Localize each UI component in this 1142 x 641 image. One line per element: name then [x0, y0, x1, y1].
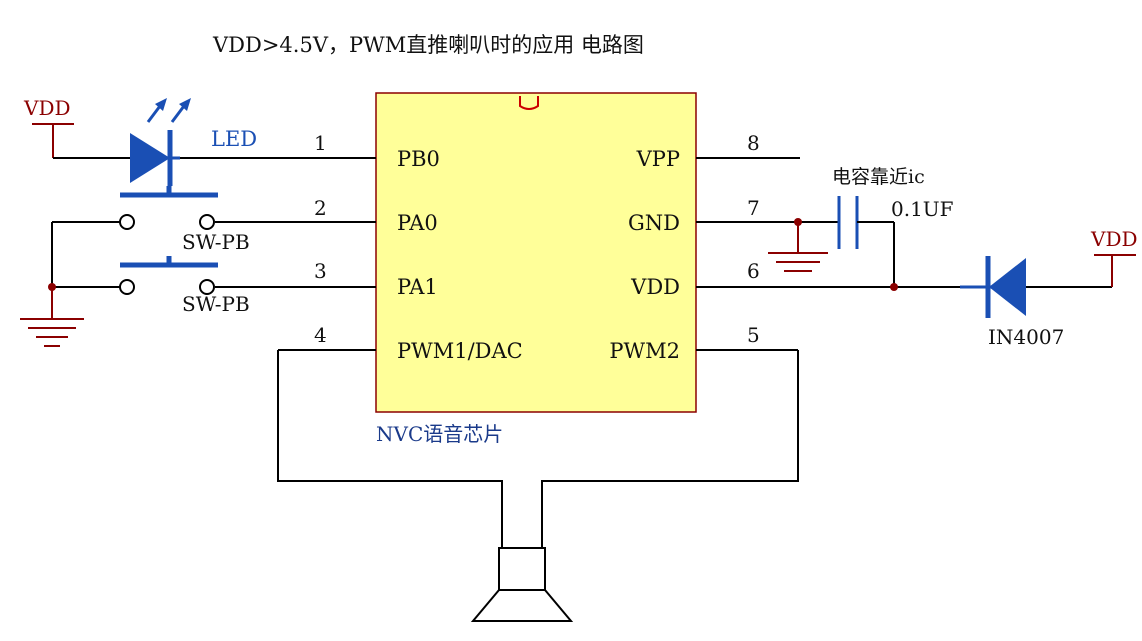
pin-label-vpp: VPP	[636, 147, 680, 171]
pin-label-pa1: PA1	[397, 275, 438, 299]
capacitor-value: 0.1UF	[891, 197, 954, 221]
pin-label-pwm1-dac: PWM1/DAC	[397, 339, 523, 363]
junction-dot	[890, 283, 898, 291]
led-label: LED	[211, 127, 257, 151]
ground-right-icon	[768, 222, 828, 272]
pin-number-1: 1	[314, 131, 327, 155]
pin-number-4: 4	[314, 323, 327, 347]
pin-label-pb0: PB0	[397, 147, 440, 171]
switch-1-icon	[119, 186, 218, 230]
speaker-icon	[470, 547, 574, 622]
right-pin-wires	[696, 157, 960, 351]
diagram-title: VDD>4.5V，PWM直推喇叭时的应用 电路图	[212, 33, 644, 57]
ground-left-icon	[20, 287, 84, 347]
pin-number-8: 8	[747, 131, 760, 155]
pin-number-2: 2	[314, 196, 327, 220]
diode-icon	[960, 256, 1112, 318]
chip-name: NVC语音芯片	[376, 422, 503, 446]
pin-label-gnd: GND	[628, 211, 680, 235]
pin-label-pa0: PA0	[397, 211, 438, 235]
speaker-wires	[277, 350, 799, 548]
vdd-right-label: VDD	[1090, 227, 1138, 251]
switch-1-label: SW-PB	[182, 230, 250, 254]
diode-label: IN4007	[988, 325, 1064, 349]
pin-label-vdd: VDD	[630, 275, 680, 299]
pin-number-7: 7	[747, 196, 760, 220]
pin-number-5: 5	[747, 323, 760, 347]
led-icon	[130, 98, 191, 186]
switch-ground-net	[51, 221, 120, 288]
pin-label-pwm2: PWM2	[609, 339, 680, 363]
left-pin-wires	[180, 157, 376, 351]
switch-2-icon	[119, 256, 218, 295]
vdd-left-label: VDD	[23, 96, 71, 120]
switch-2-label: SW-PB	[182, 292, 250, 316]
pin-number-6: 6	[747, 259, 760, 283]
chip-body	[375, 92, 697, 413]
vdd-right-symbol	[1094, 254, 1136, 287]
vdd-left-symbol	[32, 123, 74, 158]
chip-notch	[519, 96, 539, 110]
capacitor-icon	[837, 196, 895, 287]
capacitor-note: 电容靠近ic	[832, 166, 925, 188]
pin-number-3: 3	[314, 259, 327, 283]
